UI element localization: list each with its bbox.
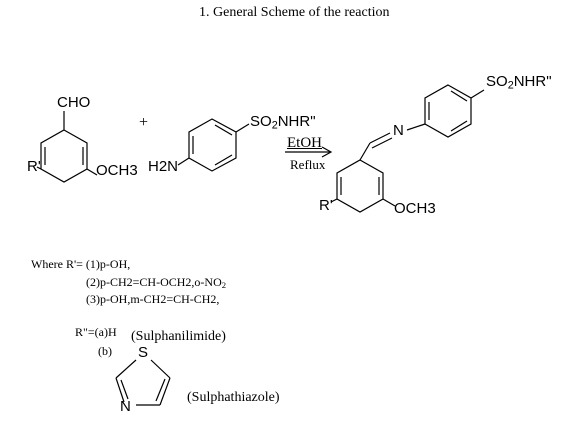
arrow-condition-label: Reflux [290,157,326,172]
reactant2-amine-label: H2N [148,158,179,175]
reactant1-cho-label: CHO [57,94,91,111]
r-prime-definition-line2: (2)p-CH2=CH-OCH2,o-NO2 [86,275,227,291]
plus-sign: + [139,114,149,131]
scheme-title: 1. General Scheme of the reaction [199,5,390,20]
reactant1-och3-label: OCH3 [96,162,138,179]
reactant2-sulfonamide-label: SO2NHR" [250,113,316,132]
product-sulfonamide-label: SO2NHR" [486,73,552,92]
product-imine-bond [359,132,393,161]
reactant1-r-prime-label: R' [27,158,41,175]
thiazole-ring [115,359,171,406]
product-top-ring [406,84,485,138]
r-prime-definition-line1: Where R'= (1)p-OH, [31,257,131,271]
thiazole-nitrogen-label: N [120,398,131,415]
option-a-name: (Sulphanilimide) [131,329,226,344]
arrow-solvent-label: EtOH [287,135,322,151]
product-bottom-ring [330,159,396,213]
option-b-label: (b) [98,344,112,358]
product-r-prime-label: R' [319,197,333,214]
r-prime-definition-line3: (3)p-OH,m-CH2=CH-CH2, [86,292,220,306]
reactant2-ring [177,118,250,172]
option-b-name: (Sulphathiazole) [187,390,280,405]
thiazole-sulfur-label: S [138,344,149,361]
reactant1-ring [36,111,98,183]
product-och3-label: OCH3 [394,200,436,217]
product-imine-n-label: N [393,122,404,139]
reaction-arrow [285,146,333,158]
r-double-prime-definition: R"=(a)H [75,325,117,339]
